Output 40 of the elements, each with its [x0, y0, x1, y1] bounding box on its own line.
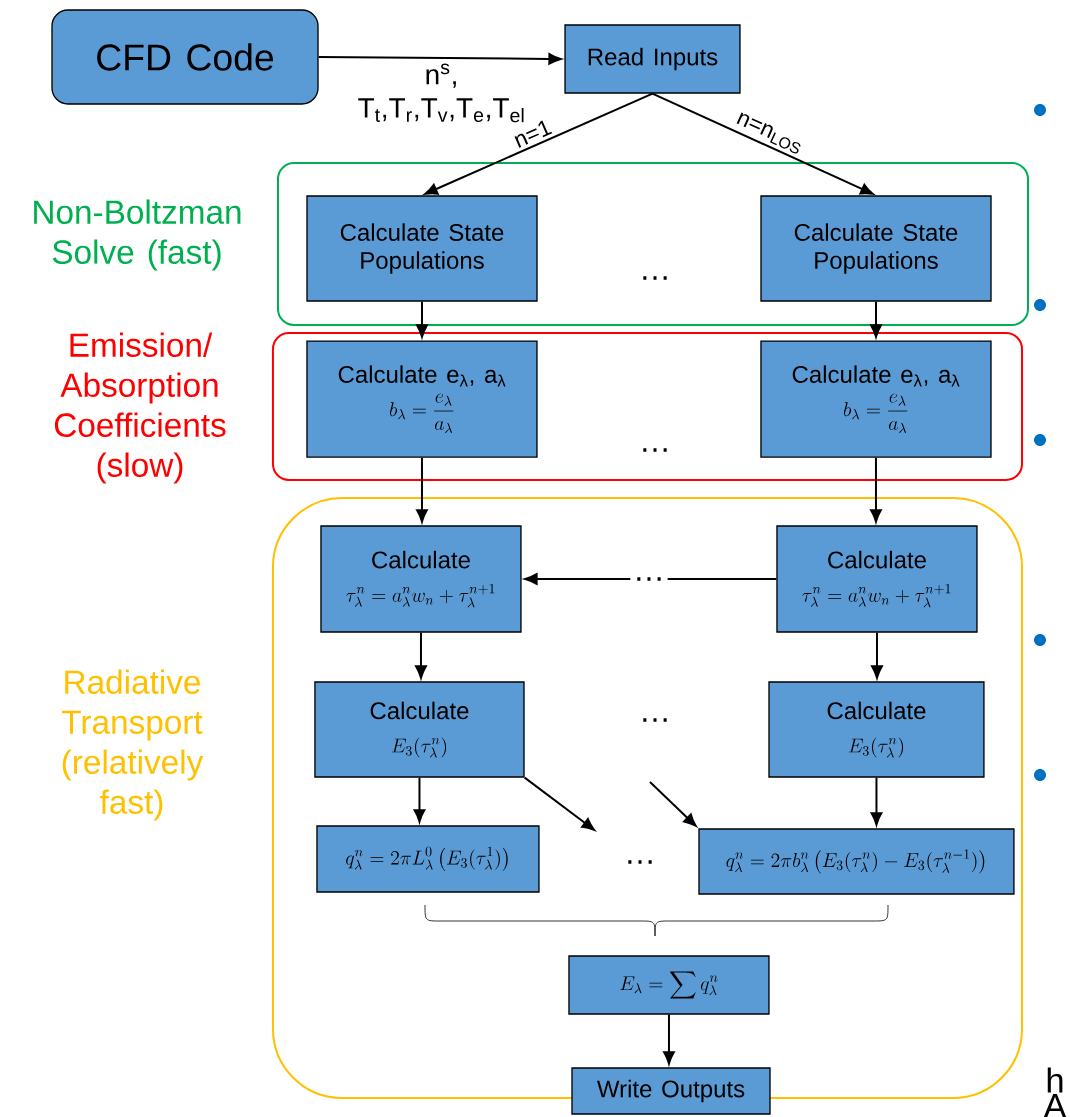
- arrow: [416, 456, 428, 523]
- process-box: Write Outputs: [571, 1067, 771, 1115]
- arrow: [649, 781, 697, 827]
- arrow: [870, 300, 882, 338]
- ellipsis: …: [628, 860, 652, 864]
- arrow: [523, 776, 595, 831]
- edge-label: …: [630, 574, 668, 584]
- process-box: Calculate e$_{λ}$, a$_{λ}$ $b_\lambda = \frac{e_\lambda}{a_\lambda}$: [760, 340, 992, 458]
- process-box: Calculate $\tau_\lambda^n = a_\lambda^n w_n + \tau_\lambda^{n+1}$: [320, 525, 522, 633]
- process-box: $q_\lambda^n = 2\pi b_\lambda^n \left(E_3(\tau_\lambda^n) - E_3(\tau_\lambda^{n-1})\right)$: [698, 828, 1015, 895]
- ellipsis: …: [643, 276, 667, 280]
- process-box: Calculate State Populations: [306, 195, 538, 302]
- cropped-letter: A: [1043, 1094, 1067, 1117]
- arrow: [413, 776, 426, 823]
- terminal-box: CFD Code: [51, 9, 319, 105]
- process-box: Read Inputs: [564, 24, 741, 94]
- process-box: $E_\lambda = \sum q_\lambda^n$: [568, 955, 770, 1015]
- process-box: $q_\lambda^n = 2\pi L_\lambda^0 \left(E_3(\tau_\lambda^1)\right)$: [316, 825, 540, 893]
- edge-label: n=n$_{LOS}$: [736, 112, 801, 154]
- process-box: Calculate $\tau_\lambda^n = a_\lambda^n w_n + \tau_\lambda^{n+1}$: [776, 525, 978, 633]
- node-label: Non-Boltzman Solve (fast): [34, 199, 241, 271]
- arrow: [424, 92, 654, 195]
- arrow: [416, 300, 428, 338]
- cropped-letter: h: [1047, 1067, 1063, 1093]
- arrow: [651, 92, 874, 195]
- ellipsis: …: [643, 448, 667, 452]
- arrow: [524, 573, 778, 585]
- node-label: Emission/ Absorption Coefficients (slow): [54, 332, 226, 484]
- process-box: Calculate $E_3(\tau_\lambda^n)$: [314, 681, 525, 778]
- process-box: Calculate e$_{λ}$, a$_{λ}$ $b_\lambda = \frac{e_\lambda}{a_\lambda}$: [306, 340, 538, 458]
- arrow: [871, 631, 883, 679]
- node-label: Radiative Transport (relatively fast): [62, 669, 204, 821]
- ellipsis: …: [643, 718, 667, 722]
- arrow: [870, 456, 882, 523]
- process-box: Calculate State Populations: [760, 195, 992, 302]
- process-box: Calculate $E_3(\tau_\lambda^n)$: [768, 681, 985, 778]
- arrow: [415, 631, 427, 679]
- arrow: [870, 776, 883, 826]
- arrow: [663, 1013, 675, 1065]
- arrow: [317, 53, 562, 65]
